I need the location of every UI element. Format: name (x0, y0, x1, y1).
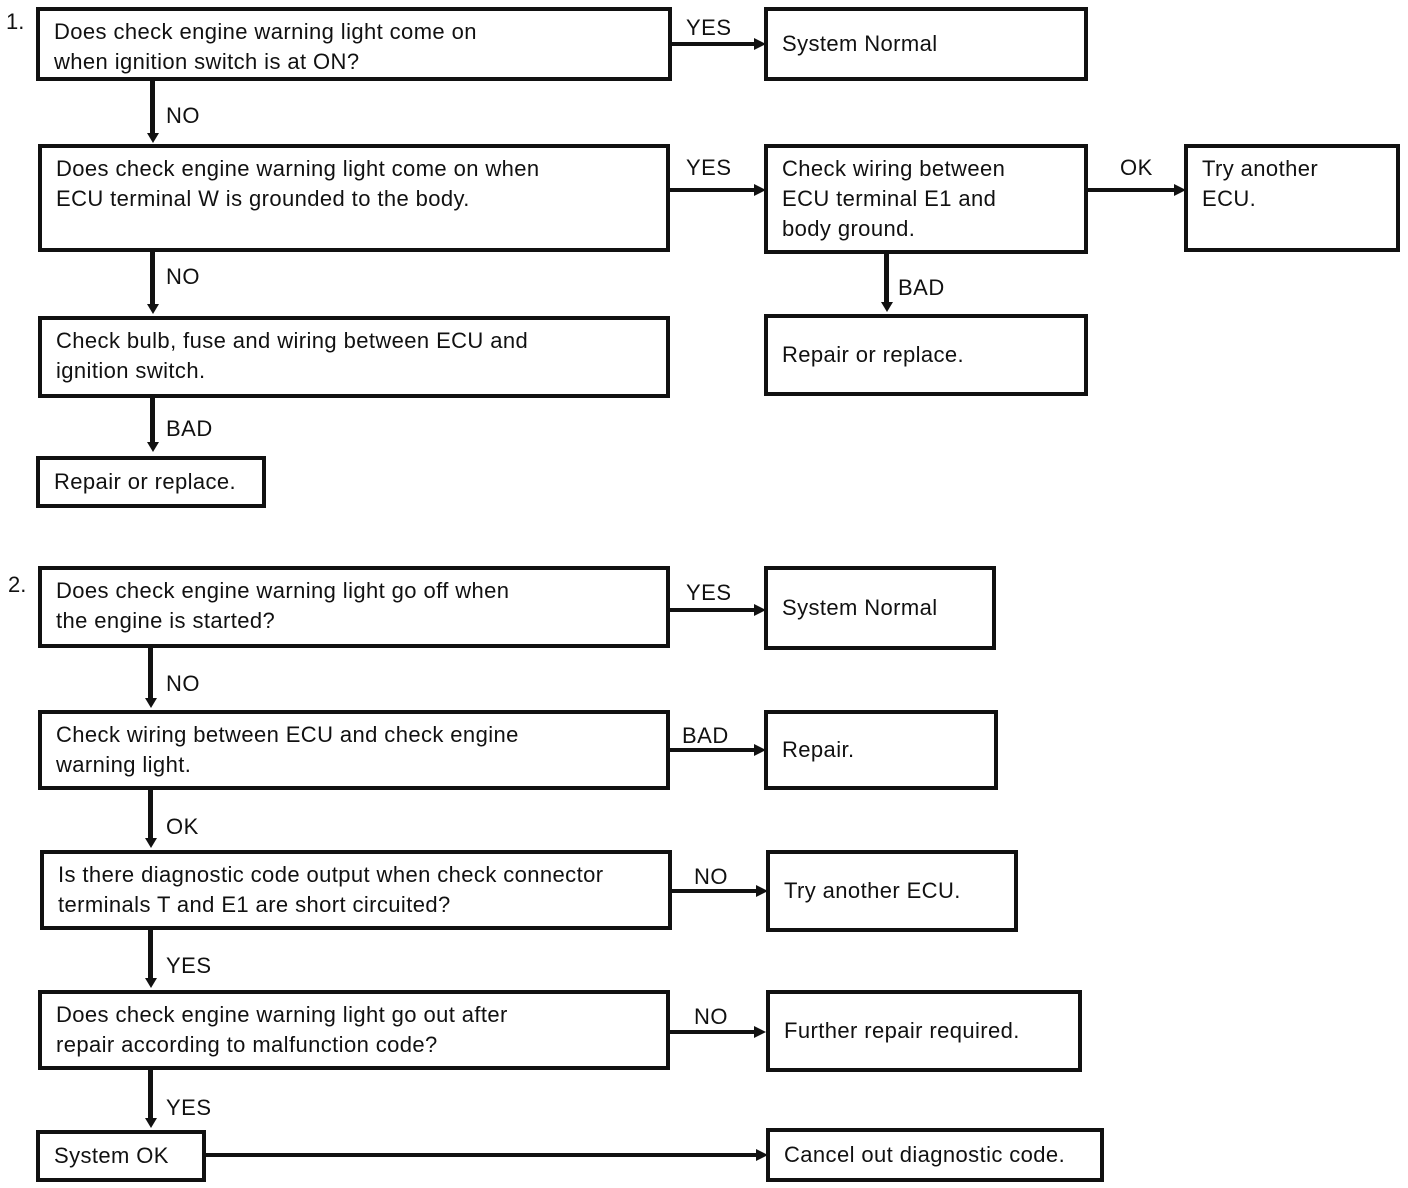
s2-bad-label: BAD (682, 723, 729, 748)
s2-yes-connector (670, 608, 756, 612)
s2-light-out-question-text: Does check engine warning light go out a… (56, 1002, 508, 1057)
s1-try-another-ecu-text: Try another ECU. (1202, 156, 1319, 211)
s2-bad-arrowhead (754, 744, 766, 756)
s1-bad-connector-right (884, 254, 889, 304)
s1-bad-label-left: BAD (166, 416, 213, 441)
section-2-number: 2. (8, 572, 27, 597)
s2-out-yes-label: YES (166, 1095, 212, 1120)
s1-question-terminal-w: Does check engine warning light come on … (38, 144, 670, 252)
s1-yes2-arrowhead (754, 184, 766, 196)
s1-repair-replace-left-text: Repair or replace. (54, 469, 237, 494)
s1-bad-label-right: BAD (898, 275, 945, 300)
s2-repair-box: Repair. (764, 710, 998, 790)
s2-out-yes-arrowhead (145, 1118, 157, 1128)
s1-yes-label: YES (686, 15, 732, 40)
s2-light-out-question-box: Does check engine warning light go out a… (38, 990, 670, 1070)
s2-check-wiring-box: Check wiring between ECU and check engin… (38, 710, 670, 790)
s1-try-another-ecu-box: Try another ECU. (1184, 144, 1400, 252)
s2-ok-label: OK (166, 814, 199, 839)
s2-diag-no-arrowhead (756, 885, 768, 897)
s1-yes-connector (672, 42, 756, 46)
s1-yes2-connector (670, 188, 756, 192)
s2-no-connector (148, 648, 153, 700)
s2-try-another-ecu-box: Try another ECU. (766, 850, 1018, 932)
s2-diag-no-connector (672, 889, 758, 893)
s2-system-normal-box: System Normal (764, 566, 996, 650)
s1-no-connector-2 (150, 252, 155, 306)
s1-question-terminal-w-text: Does check engine warning light come on … (56, 156, 540, 211)
s1-yes-arrowhead (754, 38, 766, 50)
s1-yes2-label: YES (686, 155, 732, 180)
s1-repair-replace-right-text: Repair or replace. (782, 342, 965, 367)
s2-system-normal-text: System Normal (782, 595, 938, 620)
section-1-number: 1. (6, 9, 25, 34)
s2-diag-yes-arrowhead (145, 978, 157, 988)
s2-diag-code-question-text: Is there diagnostic code output when che… (58, 862, 604, 917)
s2-ok-arrowhead (145, 838, 157, 848)
s1-repair-replace-left-box: Repair or replace. (36, 456, 266, 508)
s1-check-e1-box: Check wiring between ECU terminal E1 and… (764, 144, 1088, 254)
s1-bad-arrowhead-left (147, 442, 159, 452)
s1-repair-replace-right-box: Repair or replace. (764, 314, 1088, 396)
s2-diag-code-question-box: Is there diagnostic code output when che… (40, 850, 672, 930)
s2-diag-no-label: NO (694, 864, 728, 889)
s2-question-engine-started-text: Does check engine warning light go off w… (56, 578, 510, 633)
s1-check-e1-text: Check wiring between ECU terminal E1 and… (782, 156, 1006, 241)
s2-bad-connector (670, 748, 756, 752)
s1-check-bulb-text: Check bulb, fuse and wiring between ECU … (56, 328, 529, 383)
s2-out-no-connector (670, 1030, 756, 1034)
s2-yes-label: YES (686, 580, 732, 605)
s2-try-another-ecu-text: Try another ECU. (784, 878, 961, 903)
s1-system-normal-box: System Normal (764, 7, 1088, 81)
s1-question-ignition-on-text: Does check engine warning light come on … (54, 19, 477, 74)
s2-out-no-arrowhead (754, 1026, 766, 1038)
s1-question-ignition-on: Does check engine warning light come on … (36, 7, 672, 81)
s1-no-connector-1 (150, 81, 155, 135)
s1-ok-connector (1088, 188, 1176, 192)
s2-yes-arrowhead (754, 604, 766, 616)
s2-further-repair-box: Further repair required. (766, 990, 1082, 1072)
s2-system-ok-connector (206, 1153, 758, 1157)
s1-no-arrowhead-1 (147, 133, 159, 143)
s1-no-arrowhead-2 (147, 304, 159, 314)
s1-system-normal-text: System Normal (782, 31, 938, 56)
s2-check-wiring-text: Check wiring between ECU and check engin… (56, 722, 519, 777)
s1-no-label-2: NO (166, 264, 200, 289)
s2-system-ok-arrowhead (756, 1149, 768, 1161)
s2-further-repair-text: Further repair required. (784, 1018, 1020, 1043)
s2-no-arrowhead (145, 698, 157, 708)
s2-diag-yes-connector (148, 930, 153, 980)
s2-out-no-label: NO (694, 1004, 728, 1029)
s2-question-engine-started: Does check engine warning light go off w… (38, 566, 670, 648)
s1-ok-arrowhead (1174, 184, 1186, 196)
s1-bad-arrowhead-right (881, 302, 893, 312)
s2-system-ok-text: System OK (54, 1143, 169, 1168)
s1-bad-connector-left (150, 398, 155, 444)
s1-no-label-1: NO (166, 103, 200, 128)
s2-cancel-code-box: Cancel out diagnostic code. (766, 1128, 1104, 1182)
s1-check-bulb-box: Check bulb, fuse and wiring between ECU … (38, 316, 670, 398)
s2-cancel-code-text: Cancel out diagnostic code. (784, 1142, 1066, 1167)
s2-ok-connector (148, 790, 153, 840)
s2-repair-text: Repair. (782, 737, 855, 762)
s2-no-label: NO (166, 671, 200, 696)
s2-system-ok-box: System OK (36, 1130, 206, 1182)
s2-out-yes-connector (148, 1070, 153, 1120)
s1-ok-label: OK (1120, 155, 1153, 180)
s2-diag-yes-label: YES (166, 953, 212, 978)
